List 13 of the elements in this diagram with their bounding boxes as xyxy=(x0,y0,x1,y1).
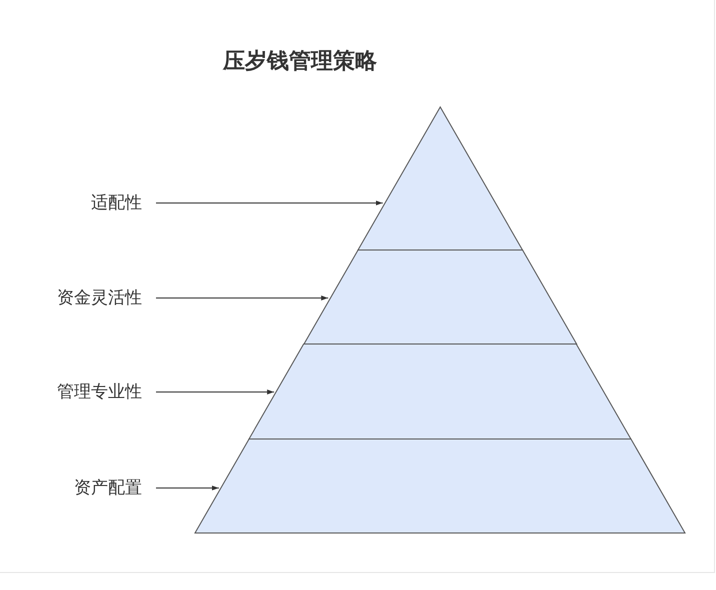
pyramid-top-layer xyxy=(358,107,522,250)
arrow xyxy=(156,200,384,206)
layer-label: 资产配置 xyxy=(74,476,142,500)
title: 压岁钱管理策略 xyxy=(222,48,378,76)
layer-label: 适配性 xyxy=(91,191,142,215)
layer-label: 管理专业性 xyxy=(57,380,142,404)
pyramid-layer xyxy=(304,250,576,344)
pyramid-layer xyxy=(249,344,631,439)
pyramid-layer xyxy=(195,439,685,533)
arrow xyxy=(156,390,275,394)
arrow xyxy=(156,486,220,490)
arrow xyxy=(156,296,329,300)
layer-label: 资金灵活性 xyxy=(57,286,142,310)
